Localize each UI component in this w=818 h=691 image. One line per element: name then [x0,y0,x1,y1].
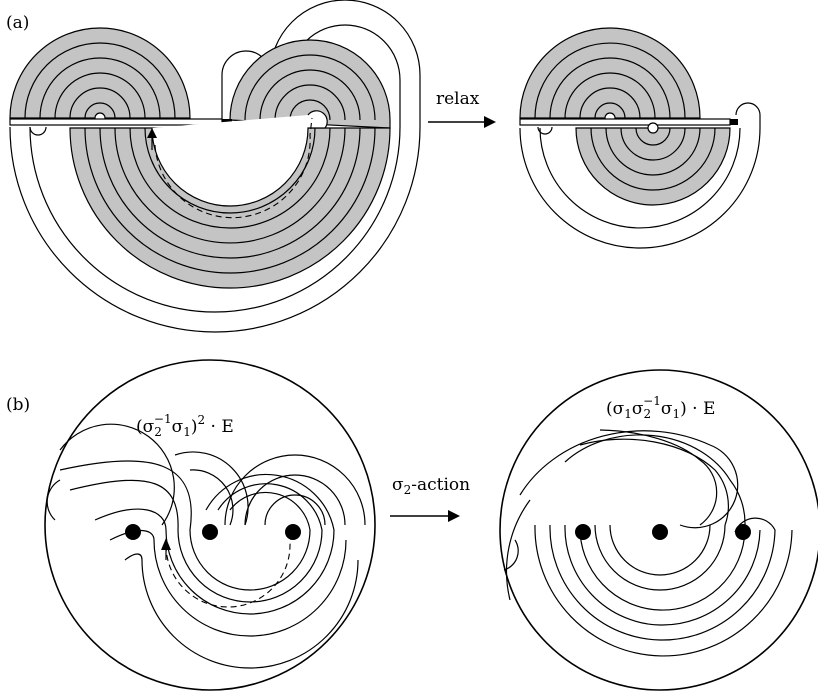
sigma2-action-arrow: σ2-action [390,475,470,522]
disk-boundary-right [499,369,818,691]
horizontal-bar-left [9,118,223,126]
puncture-r2 [652,524,668,540]
left-caption: (σ2−1σ1)2 · E [136,412,234,439]
dashed-path-b [165,524,293,608]
sigma2-action-label: σ2-action [392,475,470,497]
puncture-r3 [735,524,751,540]
relax-arrow: relax [428,89,496,128]
right-caption: (σ1σ2−1σ1) · E [606,394,715,421]
puncture-2 [202,524,218,540]
puncture-r1 [575,524,591,540]
puncture-3 [285,524,301,540]
panel-a-left-diagram [9,0,421,333]
right-curves [503,429,793,657]
disk-boundary-left [44,359,376,691]
left-curves [46,423,366,669]
dashed-path [154,117,313,219]
panel-b-right-disk: (σ1σ2−1σ1) · E [499,369,818,691]
panel-a-label: (a) [6,13,29,33]
relax-label: relax [436,89,480,109]
panel-b-label: (b) [6,395,30,415]
arrowhead-up-b [161,538,171,550]
shaded-half-disk-right-bottom [575,127,731,206]
puncture-1 [125,524,141,540]
panel-b-left-disk: (σ2−1σ1)2 · E [44,359,376,691]
shaded-half-disk-bottom [69,127,391,289]
shaded-half-disk-top-right [229,39,391,129]
panel-a-right-diagram [519,27,761,249]
arrowhead-up [147,128,157,138]
